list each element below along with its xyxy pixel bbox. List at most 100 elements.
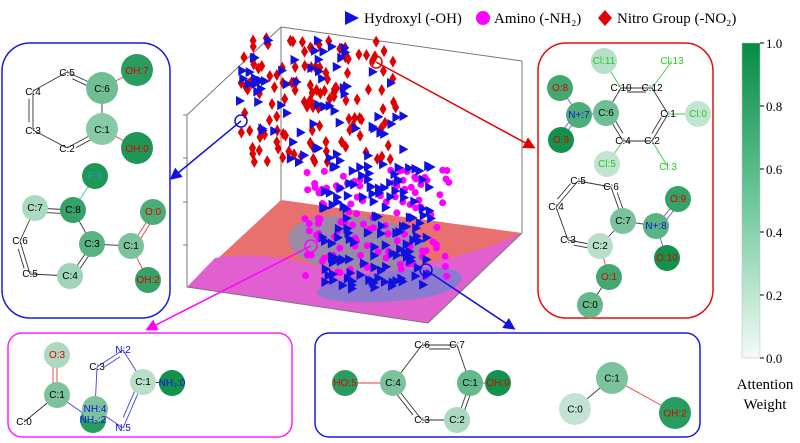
amino-point [396,260,404,268]
atom-label: C:5 [22,269,38,280]
amino-point [314,219,322,227]
hydroxyl-point [332,149,342,160]
hydroxyl-point [380,276,390,287]
amino-point [369,224,377,232]
attention-node [22,195,48,221]
atom-label: C:3 [84,239,100,250]
attention-node [444,407,470,433]
hydroxyl-point [289,137,299,148]
atom-label: HO:5 [333,378,357,389]
attention-node [547,75,573,101]
hydroxyl-point [254,97,264,108]
amino-point [393,209,401,217]
atom-label: C:1 [604,374,620,385]
nitro-point [332,81,340,94]
hydroxyl-point [371,211,381,222]
highlight-hydroxyl-bottom[interactable] [419,263,433,277]
attention-node [332,370,358,396]
hydroxyl-point [377,265,387,276]
nitro-point [345,112,353,125]
hydroxyl-point [313,35,323,46]
nitro-point [256,131,264,144]
nitro-point [390,96,398,109]
hydroxyl-point [340,88,350,99]
amino-point [436,191,444,199]
atom-label: C:0 [582,300,598,311]
triangle-marker-icon [345,11,359,25]
nitro-point [322,135,330,148]
bond [96,349,124,368]
hydroxyl-point [397,273,407,284]
bond [651,113,669,142]
hydroxyl-point [370,242,380,253]
colorbar-tick-label: 1.0 [766,36,782,51]
hydroxyl-point [264,35,274,46]
nitro-point [356,112,364,125]
hydroxyl-point [318,232,328,243]
arrow-hydroxyl-top [169,120,242,180]
nitro-point [364,83,372,96]
amino-point [301,215,309,223]
amino-point [439,199,447,207]
attention-node [548,127,574,153]
amino-point [347,200,355,208]
hydroxyl-point [406,252,416,263]
highlight-amino[interactable] [304,239,318,253]
amino-point [311,179,319,187]
nitro-point [311,155,319,168]
colorbar-title-line1: Attention [737,377,794,393]
atom-label: Cl:11 [593,56,616,67]
hydroxyl-point [422,254,432,265]
amino-point [320,167,328,175]
amino-point [339,172,347,180]
hydroxyl-point [345,234,355,245]
hydroxyl-point [340,42,350,53]
hydroxyl-point [238,65,248,76]
atom-label: NH₂:0 [159,378,186,389]
hydroxyl-point [392,250,402,261]
hydroxyl-point [332,61,342,72]
double-bond [395,392,414,416]
hydroxyl-point [387,118,397,129]
attention-node [44,342,70,368]
bond [555,206,569,241]
attention-node [121,132,153,164]
atom-label: O:9 [553,135,570,146]
amino-point [363,242,371,250]
colorbar-tick-label: 0.0 [766,351,782,366]
highlight-nitro[interactable] [369,55,383,69]
hydroxyl-point [370,262,380,273]
attention-node [130,369,156,395]
attention-node [159,370,185,396]
hydroxyl-point [377,220,387,231]
hydroxyl-point [425,205,435,216]
hydroxyl-point [380,182,390,193]
atom-label: N+:8 [645,221,667,232]
hydroxyl-point [343,190,353,201]
nitro-point [378,150,386,163]
hydroxyl-point [282,108,292,119]
hydroxyl-point [405,163,415,174]
hydroxyl-point [377,228,387,239]
amino-point [382,254,390,262]
hydroxyl-point [342,213,352,224]
hydroxyl-point [387,78,397,89]
atom-label: N+:7 [568,110,590,121]
nitro-point [306,79,314,92]
bond [32,71,68,92]
hydroxyl-point [282,79,292,90]
hydroxyl-point [338,280,348,291]
scatter-3d-plot [145,26,536,331]
nitro-point [250,155,258,168]
atom-label: C:3 [414,415,430,426]
hydroxyl-point [311,45,321,56]
nitro-point [353,93,361,106]
atom-label: C:0 [567,405,583,416]
hydroxyl-point [411,271,421,282]
attention-node [121,54,153,86]
nitro-point [380,45,388,58]
atom-label: Cl:0 [689,109,707,120]
highlight-hydroxyl-top[interactable] [234,114,248,128]
attention-node [685,101,711,127]
